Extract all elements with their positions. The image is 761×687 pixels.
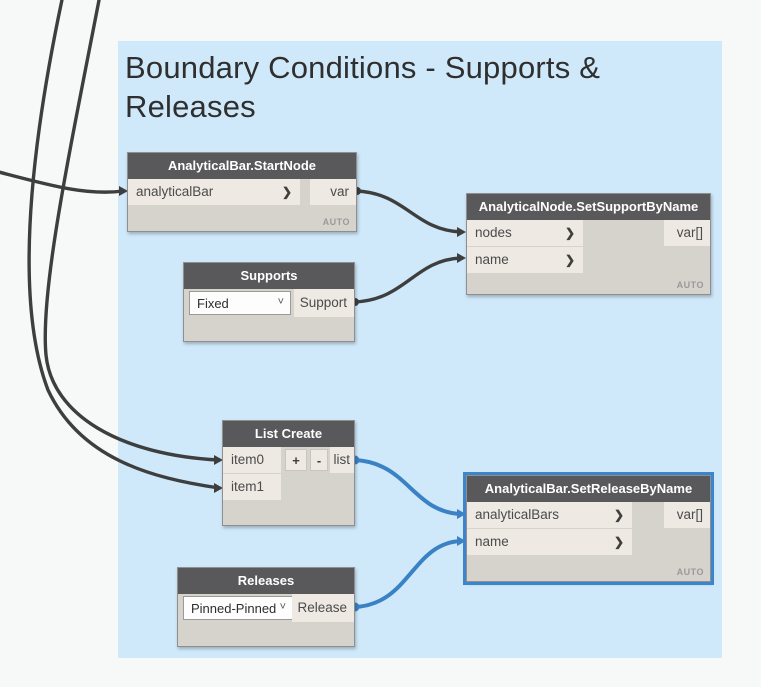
node-supports[interactable]: Supports Fixed ˅ Support (183, 262, 355, 342)
chevron-right-icon: ❯ (564, 226, 575, 240)
input-port-label: name (475, 534, 509, 549)
output-port-var-list[interactable]: var[] (664, 220, 710, 246)
chevron-right-icon: ❯ (613, 508, 624, 522)
lacing-auto-badge: AUTO (676, 567, 704, 577)
input-port-analyticalbars[interactable]: analyticalBars ❯ (467, 502, 632, 528)
input-port-name[interactable]: name ❯ (467, 529, 632, 555)
output-port-support[interactable]: Support (294, 289, 354, 317)
input-port-label: analyticalBar (136, 184, 214, 199)
chevron-down-icon: ˅ (279, 601, 286, 613)
wire-release-to-name[interactable] (352, 539, 463, 609)
input-port-nodes[interactable]: nodes ❯ (467, 220, 583, 246)
input-port-analyticalbar[interactable]: analyticalBar ❯ (128, 179, 300, 205)
output-port-var-list[interactable]: var[] (664, 502, 710, 528)
lacing-auto-badge: AUTO (322, 217, 350, 227)
wire-var-to-nodes[interactable] (354, 189, 463, 234)
releases-dropdown[interactable]: Pinned-Pinned ˅ (183, 596, 293, 620)
input-port-label: item0 (231, 452, 265, 467)
wire-list-to-analyticalbars[interactable] (352, 458, 463, 516)
group-title: Boundary Conditions - Supports & Release… (125, 50, 601, 124)
chevron-right-icon: ❯ (613, 535, 624, 549)
lacing-auto-badge: AUTO (676, 280, 704, 290)
chevron-right-icon: ❯ (281, 185, 292, 199)
remove-input-button[interactable]: - (310, 449, 328, 471)
input-port-item0[interactable]: item0 (223, 447, 281, 473)
port-arrow-name-support (457, 253, 466, 263)
node-analyticalnode-setsupportbyname[interactable]: AnalyticalNode.SetSupportByName nodes ❯ … (466, 193, 711, 295)
node-header[interactable]: AnalyticalNode.SetSupportByName (467, 194, 710, 220)
wire-to-analyticalbar[interactable] (0, 170, 125, 194)
node-analyticalbar-startnode[interactable]: AnalyticalBar.StartNode analyticalBar ❯ … (127, 152, 357, 232)
wire-to-item0[interactable] (43, 0, 221, 462)
input-port-label: analyticalBars (475, 507, 560, 522)
input-port-name[interactable]: name ❯ (467, 247, 583, 273)
node-header[interactable]: Supports (184, 263, 354, 289)
output-port-release[interactable]: Release (292, 594, 354, 622)
input-port-label: name (475, 252, 509, 267)
output-port-list[interactable]: list (330, 447, 354, 473)
node-header[interactable]: AnalyticalBar.StartNode (128, 153, 356, 179)
node-header[interactable]: Releases (178, 568, 354, 594)
output-port-var[interactable]: var (310, 179, 356, 205)
port-arrow-nodes (457, 227, 466, 237)
add-input-button[interactable]: + (285, 449, 307, 471)
port-arrow-name-release (457, 536, 466, 546)
dropdown-value: Pinned-Pinned (191, 601, 277, 616)
node-releases[interactable]: Releases Pinned-Pinned ˅ Release (177, 567, 355, 647)
port-arrow-analyticalbars (457, 509, 466, 519)
chevron-right-icon: ❯ (564, 253, 575, 267)
node-header[interactable]: List Create (223, 421, 354, 447)
node-header[interactable]: AnalyticalBar.SetReleaseByName (467, 476, 710, 502)
node-analyticalbar-setreleasebyname[interactable]: AnalyticalBar.SetReleaseByName analytica… (463, 472, 714, 585)
input-port-label: item1 (231, 479, 265, 494)
port-arrow-item1 (214, 483, 223, 493)
port-arrow-item0 (214, 455, 223, 465)
dropdown-value: Fixed (197, 296, 229, 311)
supports-dropdown[interactable]: Fixed ˅ (189, 291, 291, 315)
node-list-create[interactable]: List Create item0 item1 + - list (222, 420, 355, 526)
wire-support-to-name[interactable] (352, 256, 463, 304)
group-boundary-conditions[interactable]: Boundary Conditions - Supports & Release… (118, 41, 722, 658)
wire-to-item1[interactable] (27, 0, 221, 490)
input-port-item1[interactable]: item1 (223, 474, 281, 500)
chevron-down-icon: ˅ (277, 296, 284, 308)
input-port-label: nodes (475, 225, 512, 240)
port-arrow-analyticalbar (119, 186, 128, 196)
